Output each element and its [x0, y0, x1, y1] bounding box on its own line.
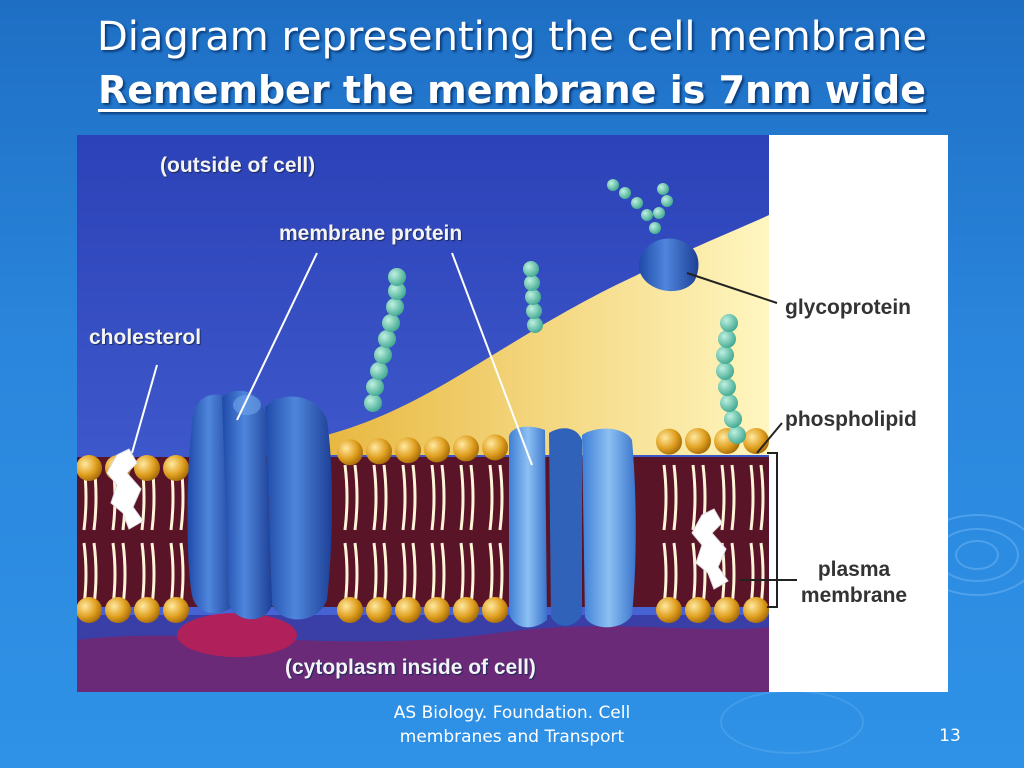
page-number: 13 — [939, 726, 961, 746]
cholesterol-label: cholesterol — [89, 326, 202, 349]
plasma-membrane-label-line2: membrane — [800, 584, 908, 607]
slide-footer: AS Biology. Foundation. Cell membranes a… — [370, 701, 654, 749]
ripple-decoration — [720, 690, 864, 754]
cytoplasm-label: (cytoplasm inside of cell) — [285, 656, 536, 679]
footer-line-1: AS Biology. Foundation. Cell — [393, 703, 631, 723]
slide-subtitle: Remember the membrane is 7nm wide — [97, 68, 927, 112]
cell-membrane-diagram: (outside of cell) membrane protein chole… — [77, 135, 948, 692]
footer-line-2: membranes and Transport — [399, 727, 625, 747]
carbohydrate-chain-icon — [607, 179, 673, 234]
carbohydrate-chain-icon — [364, 261, 746, 444]
plasma-membrane-label: plasma membrane — [789, 557, 919, 609]
cytoplasm-organelle — [177, 613, 297, 657]
label-leader-lines — [131, 252, 533, 466]
glycoprotein-icon — [607, 179, 699, 292]
membrane-protein-label: membrane protein — [279, 222, 463, 245]
label-leader-lines — [686, 272, 797, 608]
glycoprotein-label: glycoprotein — [785, 296, 912, 319]
membrane-protein-icon — [508, 426, 636, 628]
slide-title: Diagram representing the cell membrane — [97, 14, 927, 60]
phospholipid-label: phospholipid — [785, 408, 917, 431]
outside-of-cell-label: (outside of cell) — [160, 154, 316, 177]
plasma-membrane-label-line1: plasma — [817, 558, 891, 581]
cholesterol-icon — [106, 448, 729, 590]
phospholipid-heads-bottom — [77, 597, 769, 623]
membrane-protein-icon — [187, 390, 332, 620]
label-panel — [769, 135, 948, 692]
membrane-illustration — [77, 135, 948, 692]
